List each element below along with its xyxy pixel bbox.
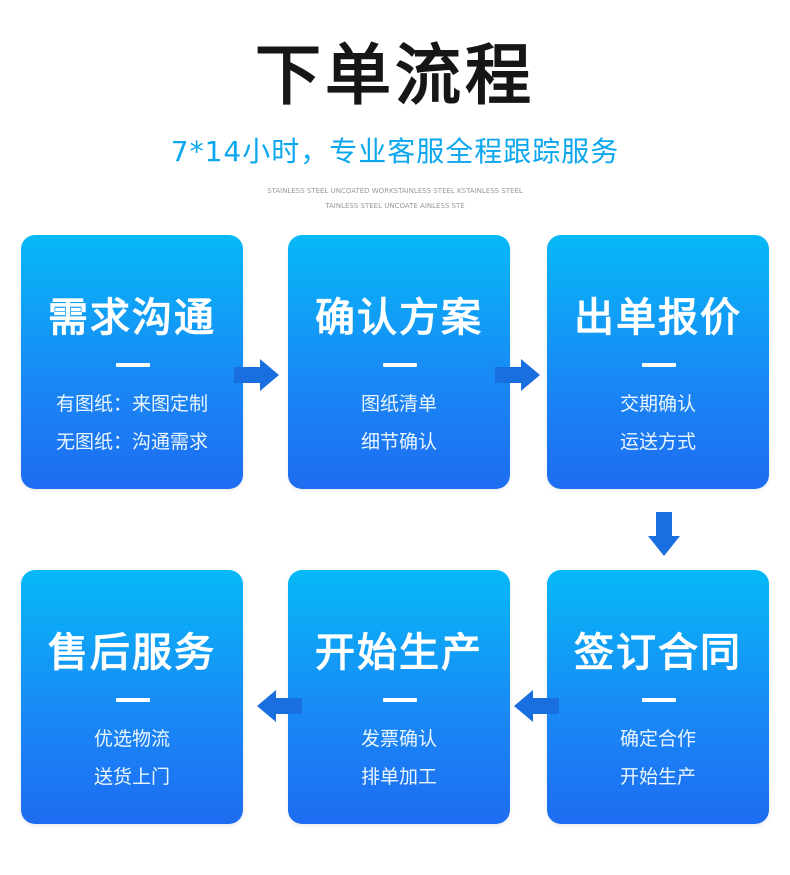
arrow-right-icon [495, 359, 540, 391]
step-title: 出单报价 [574, 295, 742, 341]
step-card-production: 开始生产 发票确认 排单加工 [288, 570, 510, 824]
arrow-down-icon [648, 512, 680, 556]
page-subtitle: 7*14小时，专业客服全程跟踪服务 [170, 135, 620, 168]
step-detail: 开始生产 [619, 766, 696, 788]
step-detail: 发票确认 [360, 728, 437, 750]
step-divider [383, 698, 417, 702]
step-divider [642, 698, 676, 702]
step-divider [383, 363, 417, 367]
step-detail: 运送方式 [619, 431, 696, 453]
step-card-contract: 签订合同 确定合作 开始生产 [547, 570, 769, 824]
step-title: 开始生产 [315, 630, 483, 676]
step-card-requirements: 需求沟通 有图纸：来图定制 无图纸：沟通需求 [21, 235, 243, 489]
step-detail: 图纸清单 [360, 393, 437, 415]
step-title: 售后服务 [48, 630, 216, 676]
step-divider [642, 363, 676, 367]
step-detail: 送货上门 [93, 766, 170, 788]
step-divider [116, 698, 150, 702]
decor-text-line-1: STAINLESS STEEL UNCOATED WORKSTAINLESS S… [267, 187, 523, 195]
decor-text-line-2: TAINLESS STEEL UNCOATE AINLESS STE [325, 202, 465, 210]
step-title: 需求沟通 [48, 295, 216, 341]
step-divider [116, 363, 150, 367]
step-detail: 排单加工 [360, 766, 437, 788]
arrow-left-icon [257, 690, 302, 722]
step-detail: 优选物流 [93, 728, 170, 750]
step-card-confirm-plan: 确认方案 图纸清单 细节确认 [288, 235, 510, 489]
arrow-right-icon [234, 359, 279, 391]
step-card-quotation: 出单报价 交期确认 运送方式 [547, 235, 769, 489]
page-title: 下单流程 [255, 37, 535, 114]
step-detail: 无图纸：沟通需求 [55, 431, 208, 453]
step-title: 签订合同 [574, 630, 742, 676]
step-detail: 确定合作 [619, 728, 696, 750]
step-detail: 交期确认 [619, 393, 696, 415]
step-detail: 细节确认 [360, 431, 437, 453]
arrow-left-icon [514, 690, 559, 722]
step-detail: 有图纸：来图定制 [55, 393, 208, 415]
step-title: 确认方案 [315, 295, 483, 341]
step-card-after-sales: 售后服务 优选物流 送货上门 [21, 570, 243, 824]
